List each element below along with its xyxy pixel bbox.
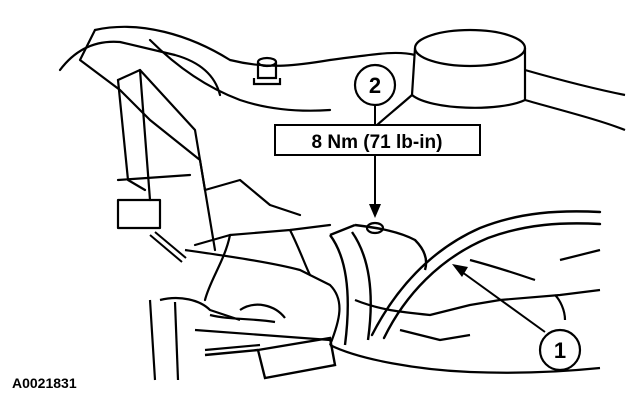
lower-body [148,248,601,381]
figure-code: A0021831 [12,375,77,391]
hose-line [370,210,602,340]
housing-outline [58,25,332,302]
side-pin [149,231,187,263]
fastener-marker [365,221,385,235]
callout-2-label: 2 [369,73,381,98]
callout-2: 2 [353,63,397,107]
torque-spec-box: 8 Nm (71 lb-in) [274,124,481,156]
callout-1-arrowhead [452,264,468,277]
callout-1: 1 [538,328,582,372]
callout-1-leader [461,271,546,333]
callout-1-label: 1 [554,338,566,363]
callout-2-arrowhead [369,204,381,218]
torque-spec-text: 8 Nm (71 lb-in) [312,132,443,153]
support-strap [329,223,428,346]
lower-bracket [204,336,337,380]
top-bolt [252,56,282,86]
